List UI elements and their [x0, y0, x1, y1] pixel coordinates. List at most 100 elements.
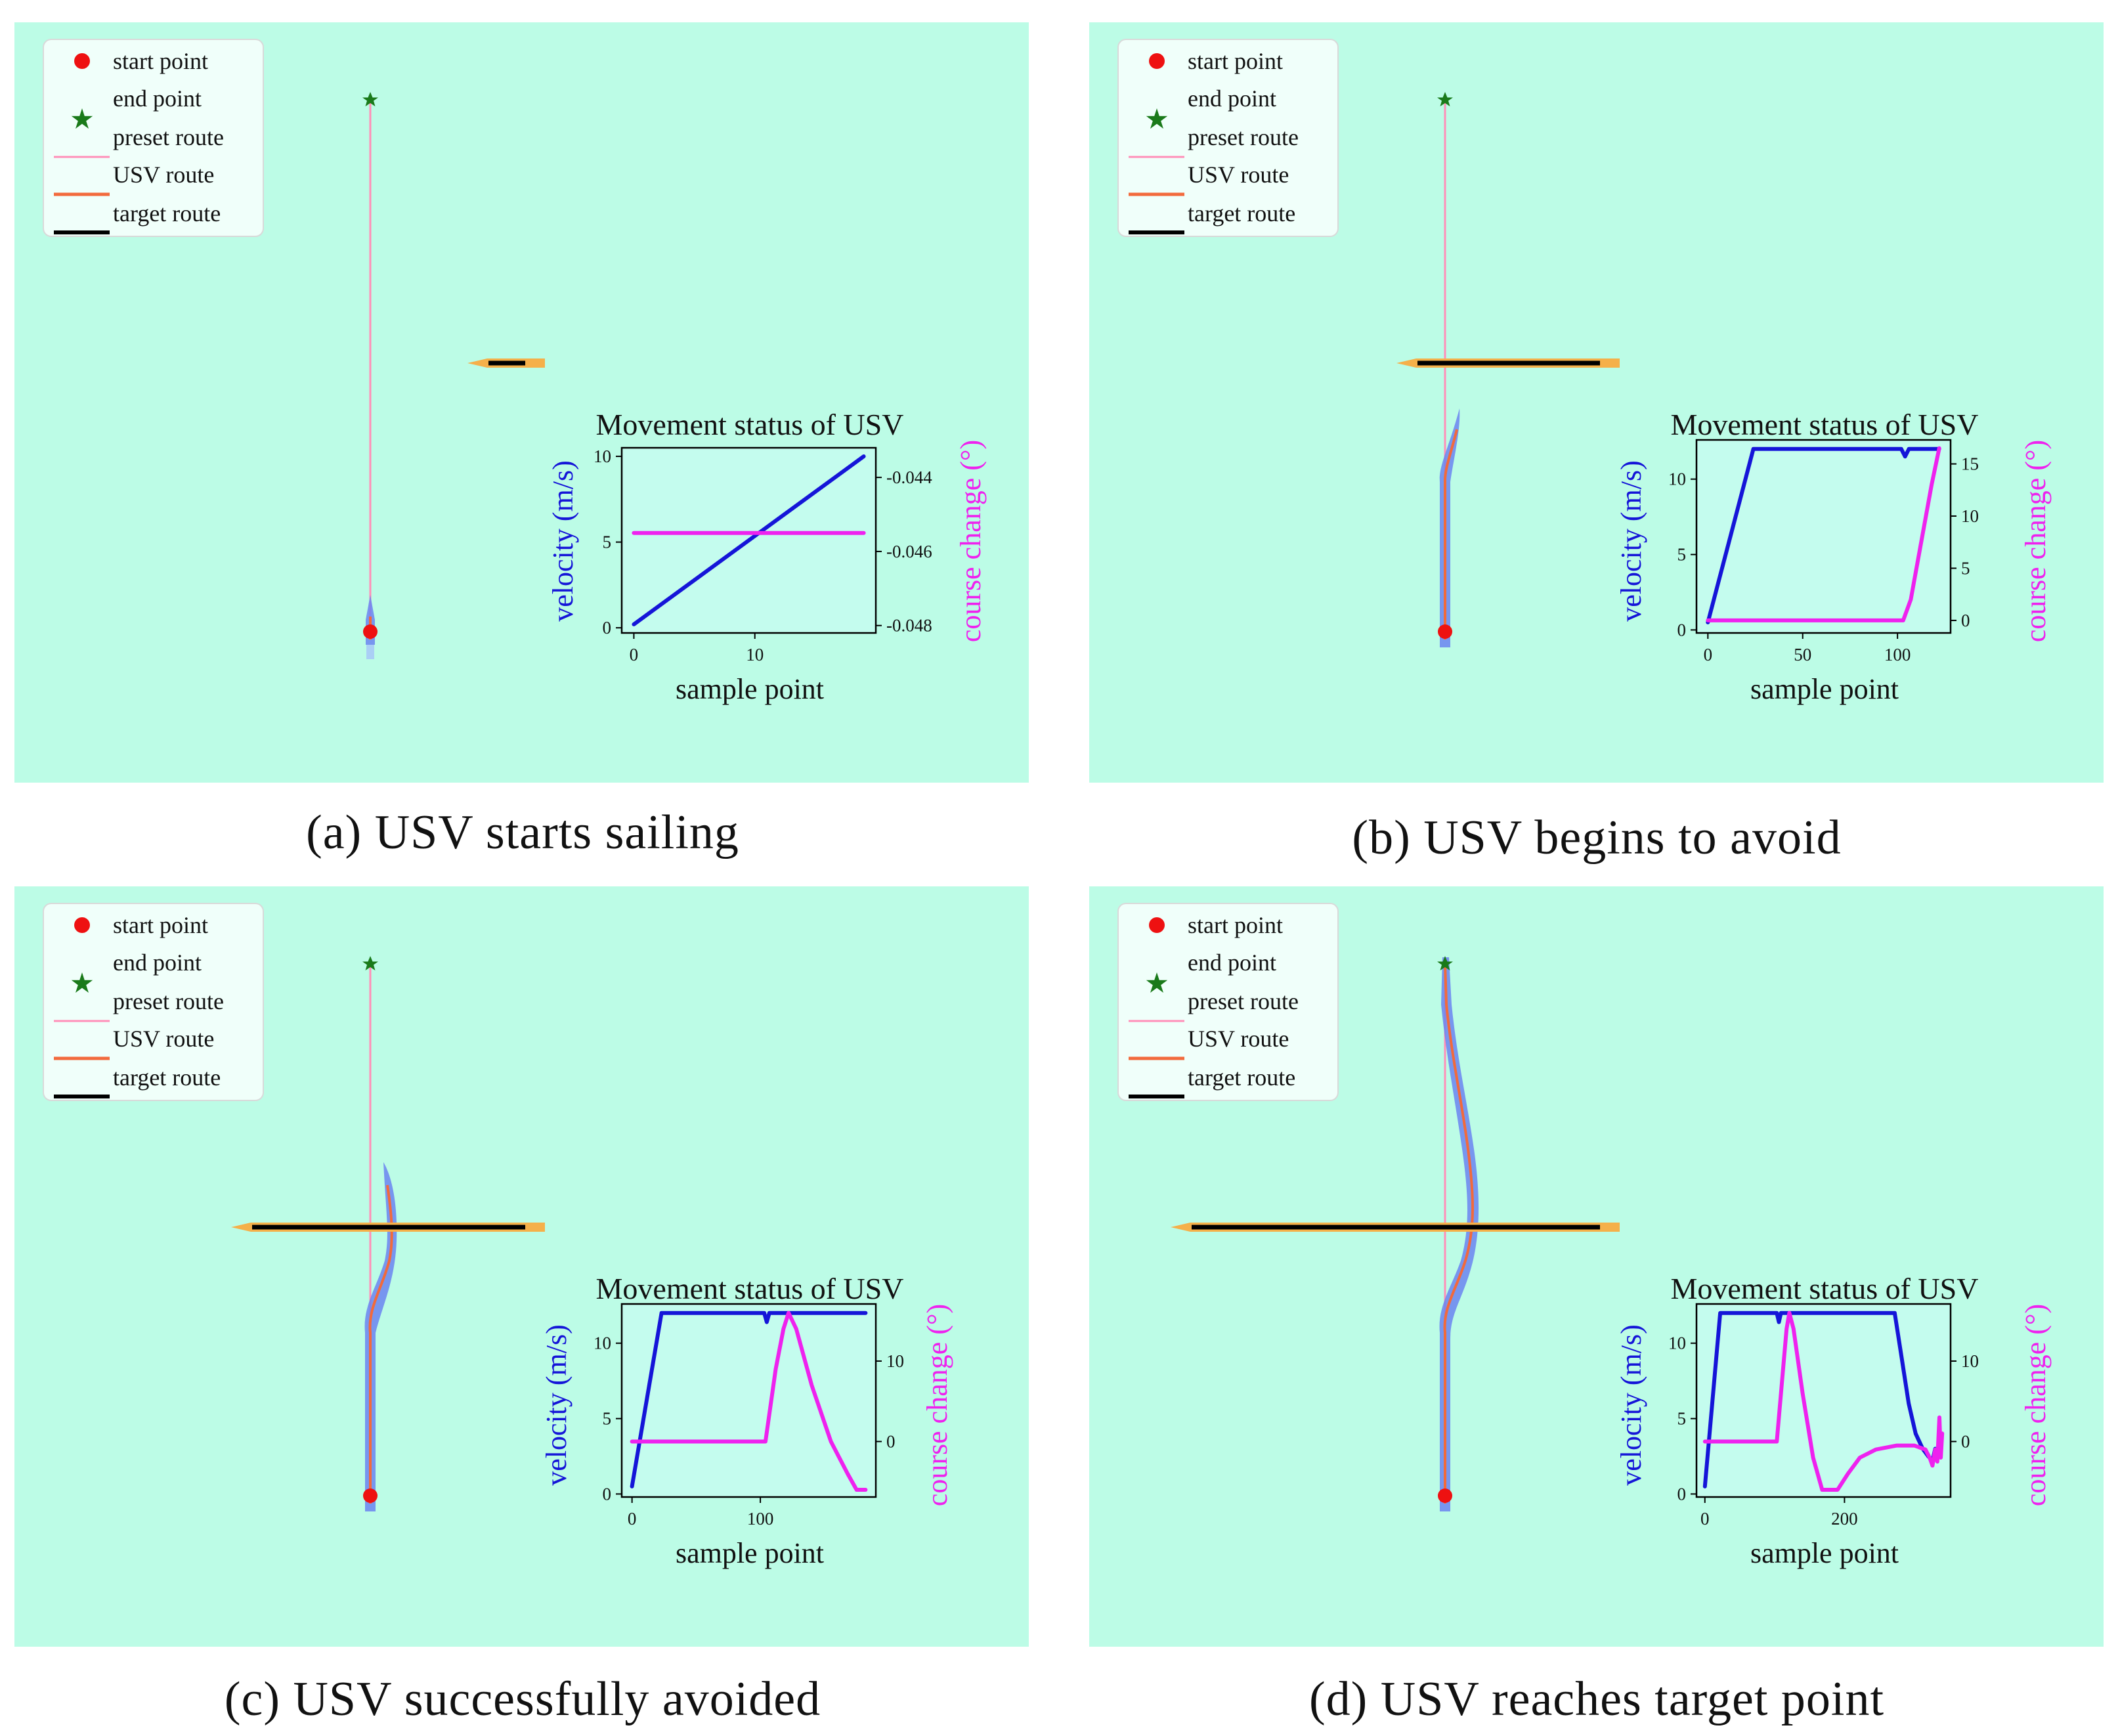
panel-a-legend: start point end point preset route USV r… [43, 39, 263, 236]
legend-end-point-label: end point [113, 85, 202, 112]
start-point-marker [1438, 1488, 1452, 1503]
inset-series-group [632, 454, 866, 626]
end-point-marker [362, 92, 378, 106]
inset-left-axis-label: velocity (m/s) [540, 1324, 573, 1486]
legend-preset-route-label: preset route [1188, 988, 1299, 1014]
target-ship [1171, 1223, 1620, 1232]
x-tick-label: 0 [628, 1509, 637, 1529]
y-left-tick-label: 10 [1668, 469, 1686, 489]
inset-right-axis-label: course change (°) [2020, 440, 2052, 642]
inset-x-axis-label: sample point [1750, 673, 1899, 705]
panel-b: start point end point preset route USV r… [1089, 22, 2104, 783]
legend-target-route-label: target route [1188, 200, 1295, 227]
y-right-tick-label: 10 [886, 1351, 904, 1371]
x-tick-label: 50 [1794, 645, 1811, 664]
inset-plot-area [620, 1303, 877, 1498]
y-right-tick-label: -0.048 [886, 616, 932, 636]
panel-b-legend: start point end point preset route USV r… [1118, 39, 1338, 236]
panel-a: start point end point preset route USV r… [14, 22, 1029, 783]
start-point-marker [1438, 624, 1452, 639]
legend-start-point-label: start point [1188, 912, 1283, 938]
legend-usv-route-label: USV route [1188, 1026, 1289, 1052]
inset-title: Movement status of USV [1671, 1272, 1979, 1305]
inset-series-group [1706, 446, 1941, 624]
legend-start-point-label: start point [1188, 48, 1283, 74]
y-left-tick-label: 5 [1677, 1409, 1687, 1429]
y-right-tick-label: -0.046 [886, 542, 932, 561]
x-tick-label: 0 [1704, 645, 1713, 664]
inset-plot-area [1695, 439, 1952, 634]
course-change-series-line [1702, 1311, 1945, 1492]
inset-x-axis-label: sample point [676, 1537, 824, 1569]
x-tick-label: 200 [1831, 1509, 1858, 1529]
course-change-series-line [630, 1311, 868, 1492]
y-left-tick-label: 5 [1677, 545, 1687, 565]
inset-left-axis-label: velocity (m/s) [1615, 460, 1647, 622]
usv-ship-icon [364, 1162, 397, 1511]
usv-wake [366, 645, 374, 659]
y-right-tick-label: 15 [1961, 454, 1979, 474]
y-left-tick-label: 10 [594, 446, 611, 466]
usv-ship-icon [1439, 957, 1479, 1511]
caption-d: (d) USV reaches target point [1309, 1672, 1884, 1726]
y-left-tick-label: 5 [603, 1409, 612, 1429]
x-tick-label: 0 [630, 645, 639, 664]
legend-end-point-label: end point [113, 949, 202, 976]
x-tick-label: 0 [1700, 1509, 1710, 1529]
legend-start-point-label: start point [113, 48, 208, 74]
x-tick-label: 100 [747, 1509, 774, 1529]
inset-left-axis-label: velocity (m/s) [1615, 1324, 1647, 1486]
course-change-series-line [1706, 446, 1941, 622]
inset-title: Movement status of USV [596, 408, 904, 441]
y-left-tick-label: 0 [603, 1484, 612, 1504]
legend-end-point-label: end point [1188, 85, 1276, 112]
legend-target-route-label: target route [1188, 1064, 1295, 1091]
y-right-tick-label: 0 [1961, 1431, 1970, 1451]
y-left-tick-label: 10 [594, 1334, 611, 1353]
inset-x-axis-label: sample point [1750, 1537, 1899, 1569]
velocity-series-line [632, 454, 866, 626]
panel-d: start point end point preset route USV r… [1089, 886, 2104, 1647]
y-left-tick-label: 0 [1677, 1484, 1687, 1504]
end-point-marker [1437, 92, 1453, 106]
legend-usv-route-label: USV route [1188, 162, 1289, 188]
inset-title: Movement status of USV [596, 1272, 904, 1305]
x-tick-label: 10 [746, 645, 764, 664]
inset-right-axis-label: course change (°) [2020, 1304, 2052, 1506]
inset-title: Movement status of USV [1671, 408, 1979, 441]
inset-series-group [630, 1311, 868, 1492]
y-left-tick-label: 0 [1677, 620, 1687, 640]
legend-usv-route-label: USV route [113, 162, 214, 188]
usv-route-line [1443, 429, 1458, 640]
panel-c: start point end point preset route USV r… [14, 886, 1029, 1647]
start-point-marker [363, 624, 378, 639]
inset-series-group [1702, 1311, 1945, 1492]
usv-route-line [368, 1184, 393, 1504]
target-ship [467, 358, 545, 368]
legend-preset-route-label: preset route [1188, 124, 1299, 150]
legend-target-route-label: target route [113, 200, 221, 227]
inset-plot-area [1695, 1303, 1952, 1498]
y-right-tick-label: -0.044 [886, 467, 932, 487]
inset-x-axis-label: sample point [676, 673, 824, 705]
legend-target-route-label: target route [113, 1064, 221, 1091]
caption-b: (b) USV begins to avoid [1352, 811, 1841, 865]
target-ship [231, 1223, 545, 1232]
y-left-tick-label: 10 [1668, 1334, 1686, 1353]
start-point-marker [363, 1488, 378, 1503]
panel-d-legend: start point end point preset route USV r… [1118, 903, 1338, 1100]
legend-start-point-label: start point [113, 912, 208, 938]
caption-c: (c) USV successfully avoided [225, 1672, 821, 1726]
inset-right-axis-label: course change (°) [921, 1304, 953, 1506]
panel-c-legend: start point end point preset route USV r… [43, 903, 263, 1100]
caption-a: (a) USV starts sailing [306, 806, 739, 859]
